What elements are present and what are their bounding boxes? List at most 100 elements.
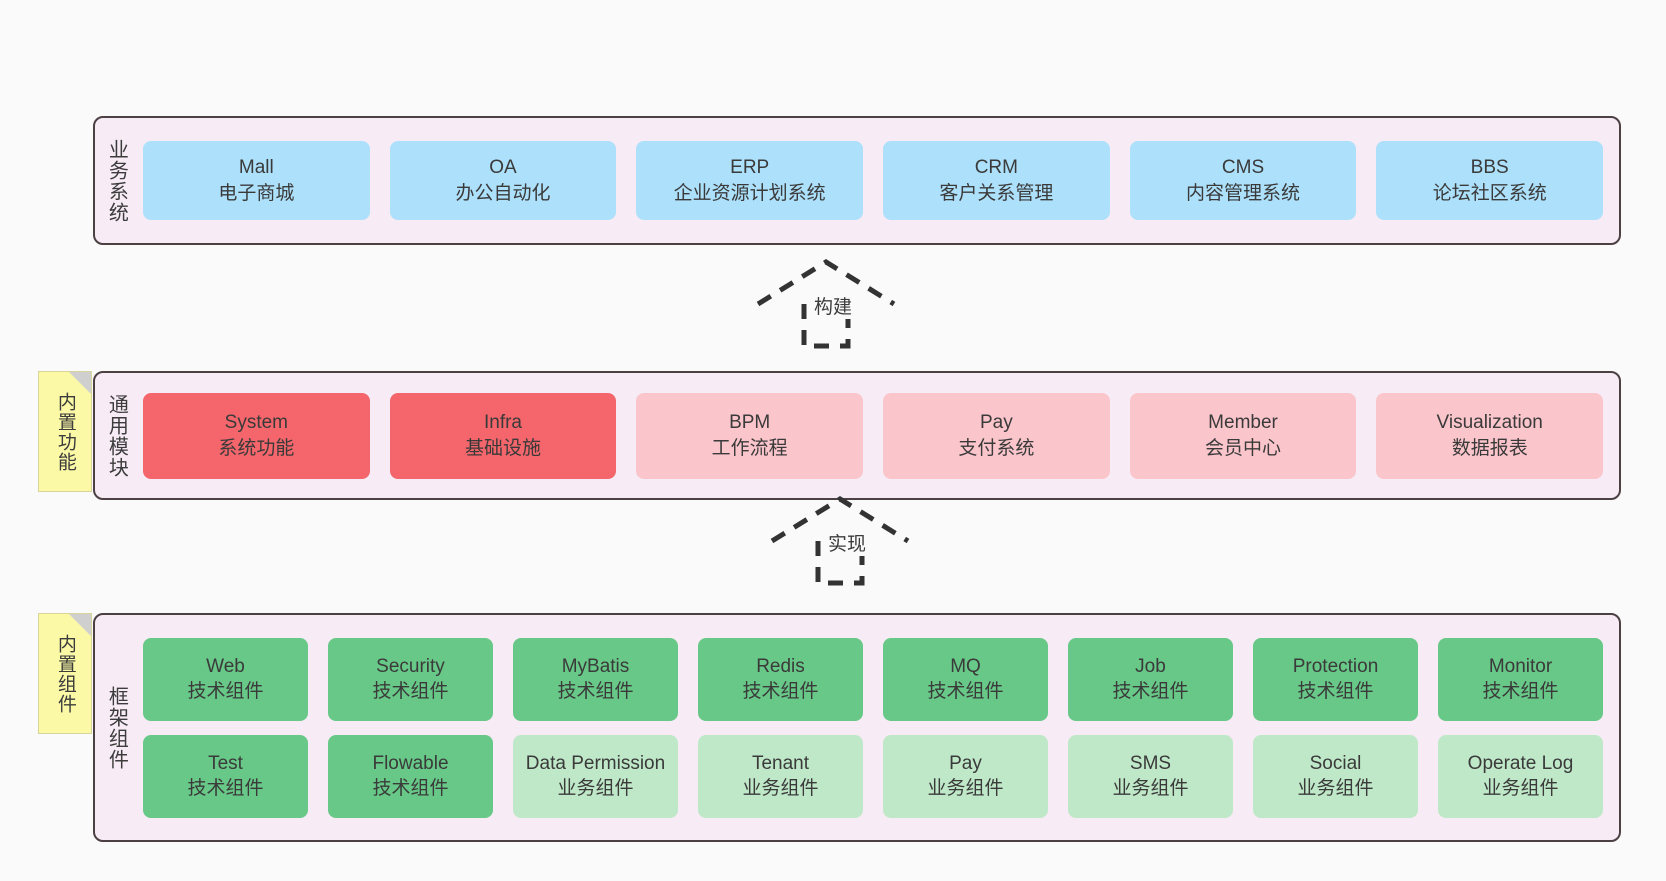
layer-body-framework-components: Web 技术组件 Security 技术组件 MyBatis 技术组件 Redi… [137, 615, 1619, 840]
card-title: BBS [1470, 157, 1509, 179]
card-title: MyBatis [561, 655, 630, 677]
card-subtitle: 业务组件 [1482, 778, 1559, 799]
card-subtitle: 技术组件 [927, 681, 1004, 702]
card-subtitle: 业务组件 [1112, 778, 1189, 799]
card-row: Test 技术组件 Flowable 技术组件 Data Permission … [143, 734, 1603, 818]
card-title: Flowable [372, 752, 449, 774]
card-subtitle: 技术组件 [1112, 681, 1189, 702]
card-subtitle: 办公自动化 [455, 182, 551, 204]
card-title: Monitor [1488, 655, 1553, 677]
card-subtitle: 企业资源计划系统 [673, 182, 826, 204]
card-tenant[interactable]: Tenant 业务组件 [698, 734, 863, 818]
card-title: OA [489, 157, 517, 179]
card-title: Social [1309, 752, 1362, 774]
card-social[interactable]: Social 业务组件 [1253, 734, 1418, 818]
card-operate-log[interactable]: Operate Log 业务组件 [1438, 734, 1603, 818]
note-builtin-components: 内置组件 [38, 613, 92, 734]
card-subtitle: 技术组件 [187, 778, 264, 799]
card-title: Redis [756, 655, 805, 677]
card-subtitle: 支付系统 [958, 437, 1035, 459]
connector-build-label: 构建 [812, 292, 855, 319]
card-title: SMS [1129, 752, 1172, 774]
layer-title-business-system: 业务系统 [105, 138, 128, 223]
layer-title-general-modules: 通用模块 [105, 393, 128, 478]
note-label: 内置组件 [54, 633, 76, 714]
card-subtitle: 业务组件 [557, 778, 634, 799]
card-row: System 系统功能 Infra 基础设施 BPM 工作流程 Pay 支付系统… [143, 392, 1604, 479]
card-title: Test [208, 752, 243, 774]
layer-title-framework-components: 框架组件 [105, 685, 128, 770]
card-subtitle: 技术组件 [557, 681, 634, 702]
card-visualization[interactable]: Visualization 数据报表 [1376, 392, 1604, 479]
card-member[interactable]: Member 会员中心 [1129, 392, 1357, 479]
card-subtitle: 技术组件 [372, 778, 449, 799]
card-redis[interactable]: Redis 技术组件 [698, 637, 863, 721]
card-bbs[interactable]: BBS 论坛社区系统 [1376, 141, 1604, 220]
card-subtitle: 工作流程 [711, 437, 788, 459]
card-subtitle: 技术组件 [742, 681, 819, 702]
card-mq[interactable]: MQ 技术组件 [883, 637, 1048, 721]
card-crm[interactable]: CRM 客户关系管理 [883, 141, 1110, 220]
card-title: Protection [1292, 655, 1379, 677]
card-flowable[interactable]: Flowable 技术组件 [328, 734, 493, 818]
connector-implement-label: 实现 [826, 529, 869, 556]
card-test[interactable]: Test 技术组件 [143, 734, 308, 818]
card-title: Mall [238, 157, 274, 179]
card-title: Web [206, 655, 245, 677]
card-title: Infra [483, 412, 523, 434]
card-subtitle: 技术组件 [1482, 681, 1559, 702]
card-row: Web 技术组件 Security 技术组件 MyBatis 技术组件 Redi… [143, 637, 1603, 721]
card-title: Security [376, 655, 445, 677]
card-pay-module[interactable]: Pay 支付系统 [883, 392, 1110, 479]
card-subtitle: 业务组件 [1297, 778, 1374, 799]
card-subtitle: 会员中心 [1205, 437, 1282, 459]
layer-body-business-system: Mall 电子商城 OA 办公自动化 ERP 企业资源计划系统 CRM 客户关系… [137, 118, 1619, 243]
card-cms[interactable]: CMS 内容管理系统 [1129, 141, 1357, 220]
card-mybatis[interactable]: MyBatis 技术组件 [513, 637, 678, 721]
card-system[interactable]: System 系统功能 [143, 392, 370, 479]
card-mall[interactable]: Mall 电子商城 [143, 141, 370, 220]
card-sms[interactable]: SMS 业务组件 [1068, 734, 1233, 818]
card-title: ERP [730, 157, 770, 179]
card-subtitle: 基础设施 [465, 437, 542, 459]
card-subtitle: 内容管理系统 [1186, 182, 1301, 204]
card-monitor[interactable]: Monitor 技术组件 [1438, 637, 1603, 721]
card-title: Data Permission [525, 752, 666, 774]
card-title: CRM [974, 157, 1018, 179]
card-title: MQ [950, 655, 981, 677]
note-label: 内置功能 [54, 391, 76, 472]
card-infra[interactable]: Infra 基础设施 [389, 392, 617, 479]
card-subtitle: 业务组件 [927, 778, 1004, 799]
note-builtin-functions: 内置功能 [38, 371, 92, 492]
card-title: Job [1135, 655, 1166, 677]
card-subtitle: 论坛社区系统 [1432, 182, 1547, 204]
card-title: Member [1208, 412, 1278, 434]
card-security[interactable]: Security 技术组件 [328, 637, 493, 721]
card-title: System [224, 412, 289, 434]
card-row: Mall 电子商城 OA 办公自动化 ERP 企业资源计划系统 CRM 客户关系… [143, 141, 1604, 220]
card-title: Tenant [751, 752, 810, 774]
card-title: Operate Log [1467, 752, 1574, 774]
layer-framework-components: 框架组件 Web 技术组件 Security 技术组件 MyBatis 技术组件… [93, 613, 1621, 842]
card-title: CMS [1221, 157, 1265, 179]
card-subtitle: 技术组件 [372, 681, 449, 702]
layer-body-general-modules: System 系统功能 Infra 基础设施 BPM 工作流程 Pay 支付系统… [137, 373, 1619, 498]
card-subtitle: 业务组件 [742, 778, 819, 799]
card-pay-component[interactable]: Pay 业务组件 [883, 734, 1048, 818]
card-bpm[interactable]: BPM 工作流程 [636, 392, 864, 479]
card-protection[interactable]: Protection 技术组件 [1253, 637, 1418, 721]
card-subtitle: 技术组件 [1297, 681, 1374, 702]
card-data-permission[interactable]: Data Permission 业务组件 [513, 734, 678, 818]
card-title: Visualization [1436, 412, 1543, 434]
card-oa[interactable]: OA 办公自动化 [389, 141, 617, 220]
card-job[interactable]: Job 技术组件 [1068, 637, 1233, 721]
card-subtitle: 电子商城 [218, 182, 295, 204]
card-subtitle: 技术组件 [187, 681, 264, 702]
card-erp[interactable]: ERP 企业资源计划系统 [636, 141, 864, 220]
card-subtitle: 系统功能 [218, 437, 295, 459]
card-title: Pay [949, 752, 982, 774]
card-subtitle: 客户关系管理 [939, 182, 1054, 204]
card-subtitle: 数据报表 [1451, 437, 1528, 459]
card-web[interactable]: Web 技术组件 [143, 637, 308, 721]
card-title: Pay [979, 412, 1013, 434]
